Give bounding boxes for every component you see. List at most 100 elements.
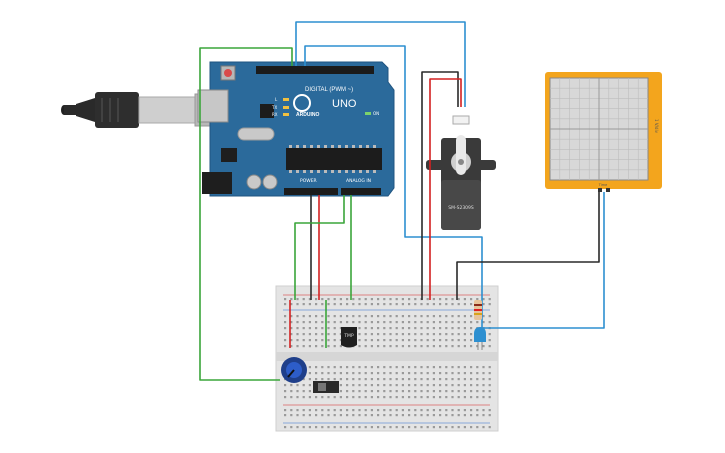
wire-blue-scope [480, 192, 605, 329]
breadboard-hole [364, 409, 367, 412]
breadboard-hole [370, 390, 373, 393]
breadboard-hole [346, 378, 349, 381]
breadboard-hole [321, 396, 324, 399]
temperature-sensor[interactable]: TMP [341, 327, 357, 348]
breadboard-hole [476, 378, 479, 381]
breadboard-hole [284, 321, 287, 324]
breadboard-hole [383, 333, 386, 336]
breadboard-hole [463, 396, 466, 399]
breadboard-hole [364, 333, 367, 336]
breadboard[interactable] [275, 285, 499, 432]
breadboard-hole [389, 345, 392, 348]
potentiometer[interactable] [281, 357, 307, 383]
power-label: POWER [300, 178, 317, 184]
breadboard-hole [327, 426, 330, 429]
wire-green-pwm [199, 47, 293, 381]
breadboard-hole [302, 409, 305, 412]
usb-cable[interactable] [61, 92, 214, 128]
breadboard-hole [482, 384, 485, 387]
breadboard-hole [321, 303, 324, 306]
breadboard-hole [284, 426, 287, 429]
breadboard-hole [370, 366, 373, 369]
breadboard-hole [414, 372, 417, 375]
breadboard-hole [439, 345, 442, 348]
breadboard-hole [395, 339, 398, 342]
breadboard-hole [321, 409, 324, 412]
breadboard-hole [383, 345, 386, 348]
breadboard-hole [333, 315, 336, 318]
breadboard-hole [296, 345, 299, 348]
breadboard-hole [377, 366, 380, 369]
led[interactable] [474, 327, 486, 350]
breadboard-hole [432, 315, 435, 318]
breadboard-hole [308, 390, 311, 393]
breadboard-hole [482, 378, 485, 381]
breadboard-hole [445, 339, 448, 342]
servo-motor[interactable]: SM-S2309S [426, 115, 496, 230]
breadboard-hole [488, 414, 491, 417]
breadboard-hole [420, 396, 423, 399]
breadboard-hole [302, 426, 305, 429]
breadboard-hole [395, 298, 398, 301]
breadboard-hole [395, 384, 398, 387]
breadboard-hole [302, 390, 305, 393]
breadboard-hole [296, 409, 299, 412]
breadboard-hole [358, 339, 361, 342]
breadboard-hole [358, 321, 361, 324]
breadboard-hole [339, 303, 342, 306]
breadboard-hole [432, 384, 435, 387]
breadboard-hole [445, 414, 448, 417]
breadboard-hole [414, 345, 417, 348]
breadboard-hole [296, 414, 299, 417]
breadboard-hole [482, 321, 485, 324]
breadboard-hole [290, 390, 293, 393]
breadboard-hole [457, 315, 460, 318]
breadboard-hole [488, 378, 491, 381]
breadboard-hole [401, 333, 404, 336]
breadboard-hole [308, 409, 311, 412]
breadboard-hole [321, 321, 324, 324]
breadboard-hole [463, 372, 466, 375]
breadboard-hole [346, 396, 349, 399]
breadboard-hole [482, 303, 485, 306]
breadboard-hole [445, 345, 448, 348]
breadboard-hole [457, 327, 460, 330]
breadboard-hole [364, 327, 367, 330]
breadboard-hole [383, 366, 386, 369]
breadboard-hole [370, 315, 373, 318]
breadboard-hole [370, 345, 373, 348]
resistor[interactable] [474, 300, 482, 320]
breadboard-hole [414, 333, 417, 336]
breadboard-hole [457, 303, 460, 306]
slide-switch[interactable] [313, 381, 339, 393]
breadboard-hole [476, 366, 479, 369]
breadboard-hole [352, 414, 355, 417]
breadboard-hole [370, 426, 373, 429]
breadboard-hole [302, 327, 305, 330]
breadboard-hole [420, 414, 423, 417]
board-model: UNO [332, 98, 357, 110]
breadboard-hole [352, 298, 355, 301]
breadboard-hole [346, 303, 349, 306]
breadboard-hole [408, 345, 411, 348]
breadboard-hole [395, 303, 398, 306]
breadboard-hole [457, 396, 460, 399]
breadboard-hole [420, 339, 423, 342]
breadboard-hole [364, 298, 367, 301]
breadboard-hole [370, 333, 373, 336]
breadboard-hole [321, 333, 324, 336]
breadboard-hole [364, 315, 367, 318]
oscilloscope[interactable]: 1 V/div Time [545, 72, 662, 192]
breadboard-hole [296, 333, 299, 336]
arduino-uno-board[interactable]: DIGITAL (PWM ~) UNO ARDUINO L TX RX ON P… [197, 61, 395, 197]
breadboard-hole [315, 327, 318, 330]
breadboard-hole [488, 372, 491, 375]
breadboard-hole [420, 321, 423, 324]
breadboard-hole [401, 303, 404, 306]
breadboard-hole [439, 333, 442, 336]
breadboard-hole [290, 384, 293, 387]
breadboard-hole [284, 384, 287, 387]
breadboard-hole [296, 384, 299, 387]
breadboard-hole [327, 298, 330, 301]
breadboard-hole [470, 333, 473, 336]
